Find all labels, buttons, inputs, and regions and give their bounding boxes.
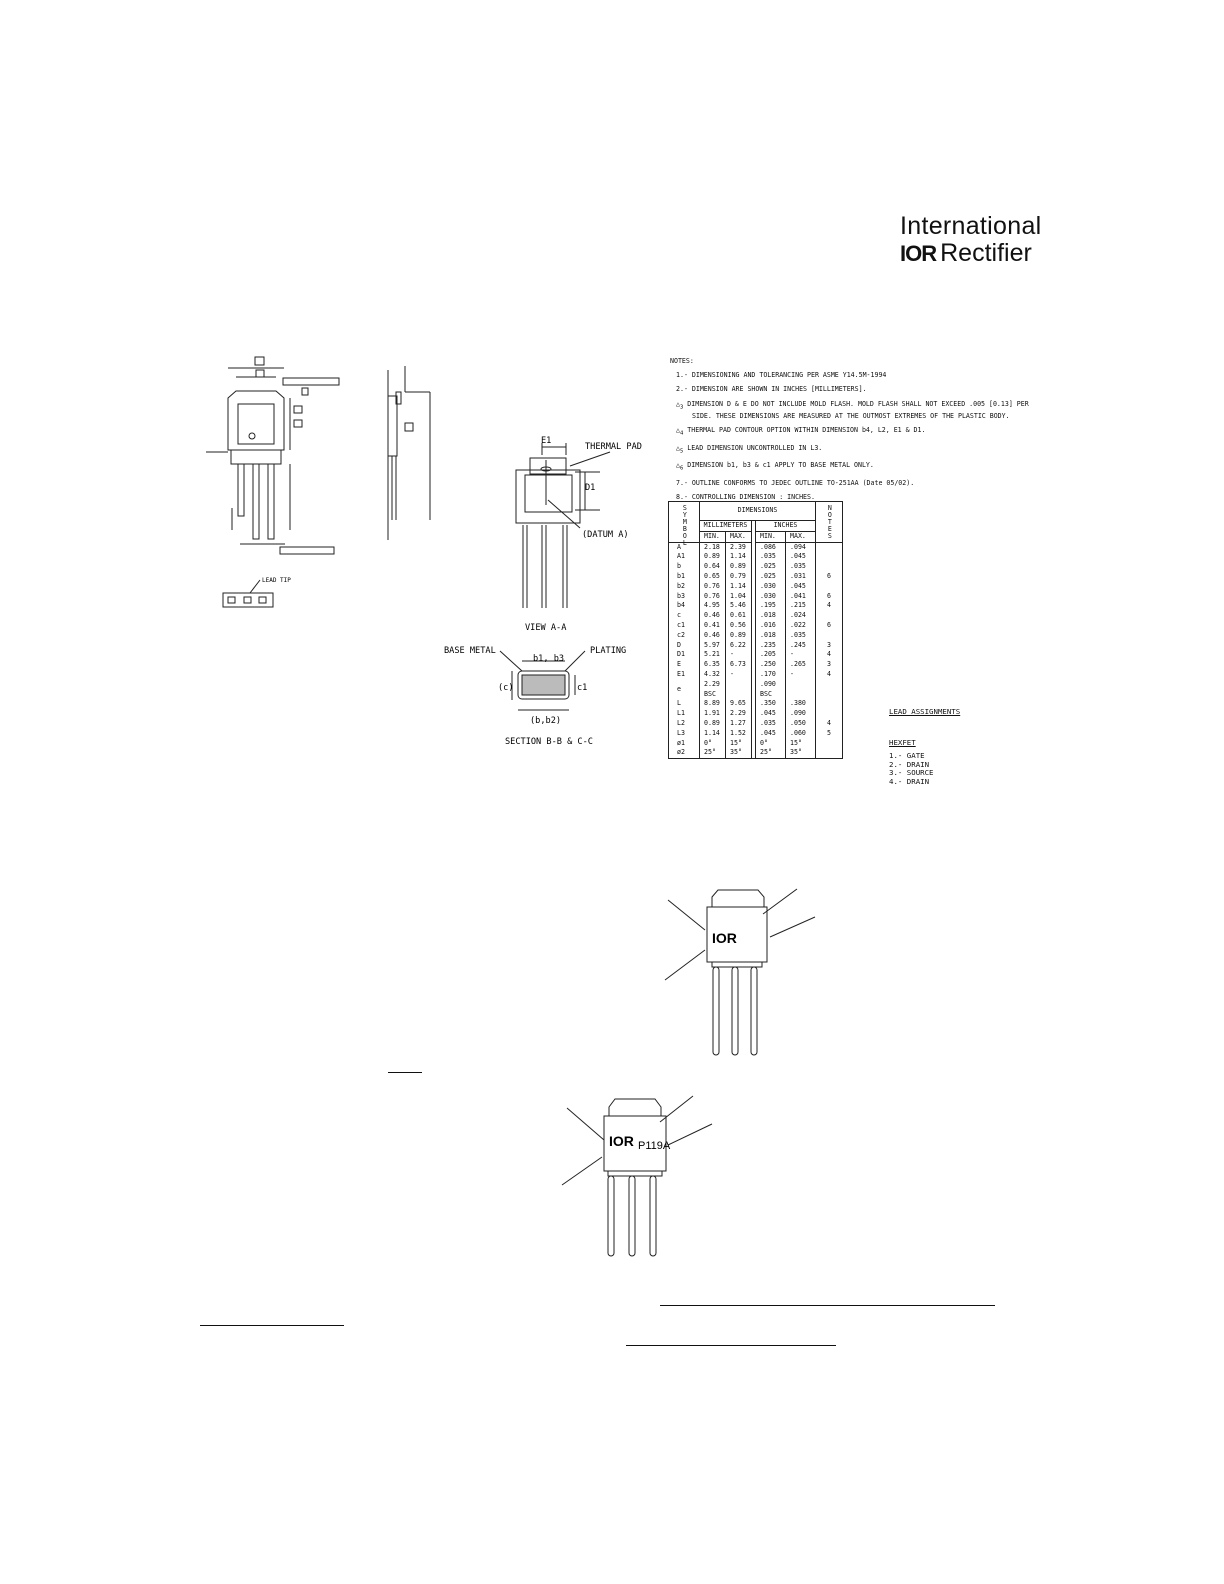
table-cell: [815, 748, 843, 760]
table-cell: 5: [815, 728, 843, 739]
marking-part-number: P119A: [638, 1140, 671, 1152]
table-cell: [815, 552, 843, 563]
table-cell: 4: [815, 718, 843, 729]
table-cell: 6: [815, 591, 843, 602]
table-cell: [815, 542, 843, 553]
datum-a-label: (DATUM A): [582, 530, 629, 540]
table-cell: 4: [815, 601, 843, 612]
note-item: △5 LEAD DIMENSION UNCONTROLLED IN L3.: [676, 443, 823, 455]
table-cell: 3: [815, 660, 843, 670]
b1b3-label: b1, b3: [533, 654, 564, 664]
section-bb: [499, 650, 586, 711]
table-cell: [815, 581, 843, 592]
lead-item: 1.- GATE: [889, 751, 925, 760]
lead-tip-view: [222, 579, 274, 608]
rule-line: [626, 1345, 836, 1346]
front-view: [206, 356, 340, 555]
section-label: SECTION B-B & C-C: [505, 737, 593, 747]
logo-line1: International: [900, 212, 1042, 240]
view-aa: [515, 443, 611, 608]
in-max-header: MAX.: [785, 530, 816, 543]
note-item: 2.- DIMENSION ARE SHOWN IN INCHES [MILLI…: [676, 385, 867, 394]
rule-line: [660, 1305, 995, 1306]
table-cell: 4: [815, 669, 843, 680]
notes-header: NOTES: [815, 501, 843, 543]
table-cell: [815, 738, 843, 749]
note-item: SIDE. THESE DIMENSIONS ARE MEASURED AT T…: [692, 412, 1010, 421]
table-cell: [815, 562, 843, 572]
note-item: △3 DIMENSION D & E DO NOT INCLUDE MOLD F…: [676, 399, 1029, 410]
ior-logo-mark: IOR: [900, 241, 937, 266]
table-cell: 6: [815, 620, 843, 631]
notes-block: NOTES: 1.- DIMENSIONING AND TOLERANCING …: [670, 354, 1050, 504]
note-item: 8.- CONTROLLING DIMENSION : INCHES.: [676, 493, 815, 502]
view-aa-label: VIEW A-A: [525, 623, 567, 633]
marking-brand-1: IOR: [712, 930, 737, 946]
lead-item: 2.- DRAIN: [889, 759, 930, 769]
c1-label: c1: [577, 683, 587, 693]
base-metal-label: BASE METAL: [444, 646, 496, 656]
lead-tip-label: LEAD TIP: [262, 577, 291, 584]
rule-line: [200, 1325, 344, 1326]
note-item: △6 DIMENSION b1, b3 & c1 APPLY TO BASE M…: [676, 461, 874, 472]
marking-example-2: [561, 1095, 713, 1257]
notes-title: NOTES:: [670, 357, 694, 365]
dimensions-table: SYMBOL DIMENSIONS NOTES MILLIMETERS INCH…: [668, 501, 843, 760]
lead-item: 4.- DRAIN: [889, 776, 930, 786]
table-cell: [815, 611, 843, 621]
table-cell: 3: [815, 640, 843, 651]
marking-example-1: [664, 888, 816, 1056]
lead-assignments-title: LEAD ASSIGNMENTS: [889, 707, 961, 716]
c-label: (c): [498, 683, 514, 693]
side-view: [387, 366, 431, 540]
plating-label: PLATING: [590, 646, 626, 656]
thermal-pad-label: THERMAL PAD: [585, 442, 642, 452]
table-cell: 4: [815, 650, 843, 661]
lead-item: 3.- SOURCE: [889, 768, 934, 777]
bb2-label: (b,b2): [530, 716, 561, 726]
table-cell: 6: [815, 571, 843, 582]
table-cell: [815, 699, 843, 710]
hexfet-label: HEXFET: [889, 737, 916, 747]
note-item: 1.- DIMENSIONING AND TOLERANCING PER ASM…: [676, 371, 887, 380]
table-cell: [815, 679, 843, 700]
d1-label: D1: [585, 483, 595, 493]
logo-line2: Rectifier: [940, 239, 1032, 267]
table-cell: [815, 709, 843, 719]
lead-assignments: LEAD ASSIGNMENTS HEXFET 1.- GATE 2.- DRA…: [889, 707, 961, 786]
note-item: △4 THERMAL PAD CONTOUR OPTION WITHIN DIM…: [676, 426, 926, 437]
short-rule: [388, 1072, 422, 1073]
e1-label: E1: [541, 436, 551, 446]
marking-brand-2: IOR: [609, 1133, 634, 1149]
table-cell: [815, 630, 843, 641]
note-item: 7.- OUTLINE CONFORMS TO JEDEC OUTLINE TO…: [676, 478, 915, 487]
